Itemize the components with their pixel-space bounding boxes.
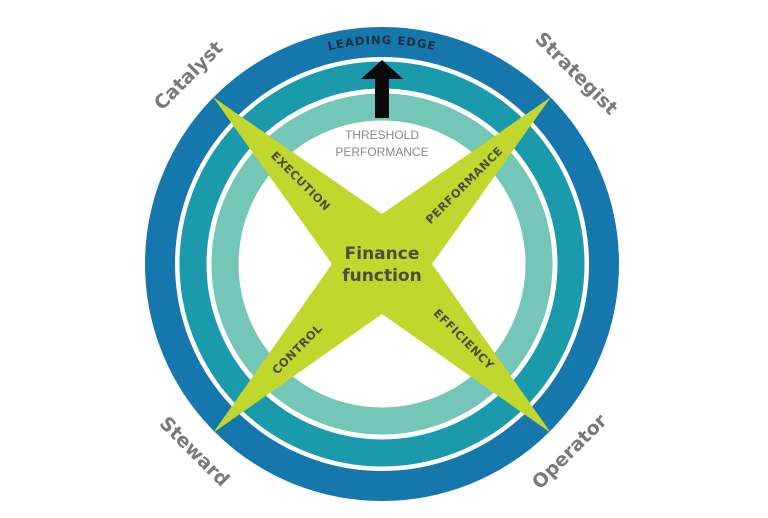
center-label-line1: Finance [345, 244, 420, 264]
threshold-label-line2: PERFORMANCE [335, 145, 428, 159]
star-shape [213, 97, 551, 433]
threshold-label-line1: THRESHOLD [345, 128, 419, 142]
center-label-line2: function [342, 266, 421, 286]
leading-edge-label: LEADING EDGE [326, 33, 437, 53]
outer-ring-leading-edge [145, 27, 619, 501]
arrow-up-icon [361, 60, 403, 118]
